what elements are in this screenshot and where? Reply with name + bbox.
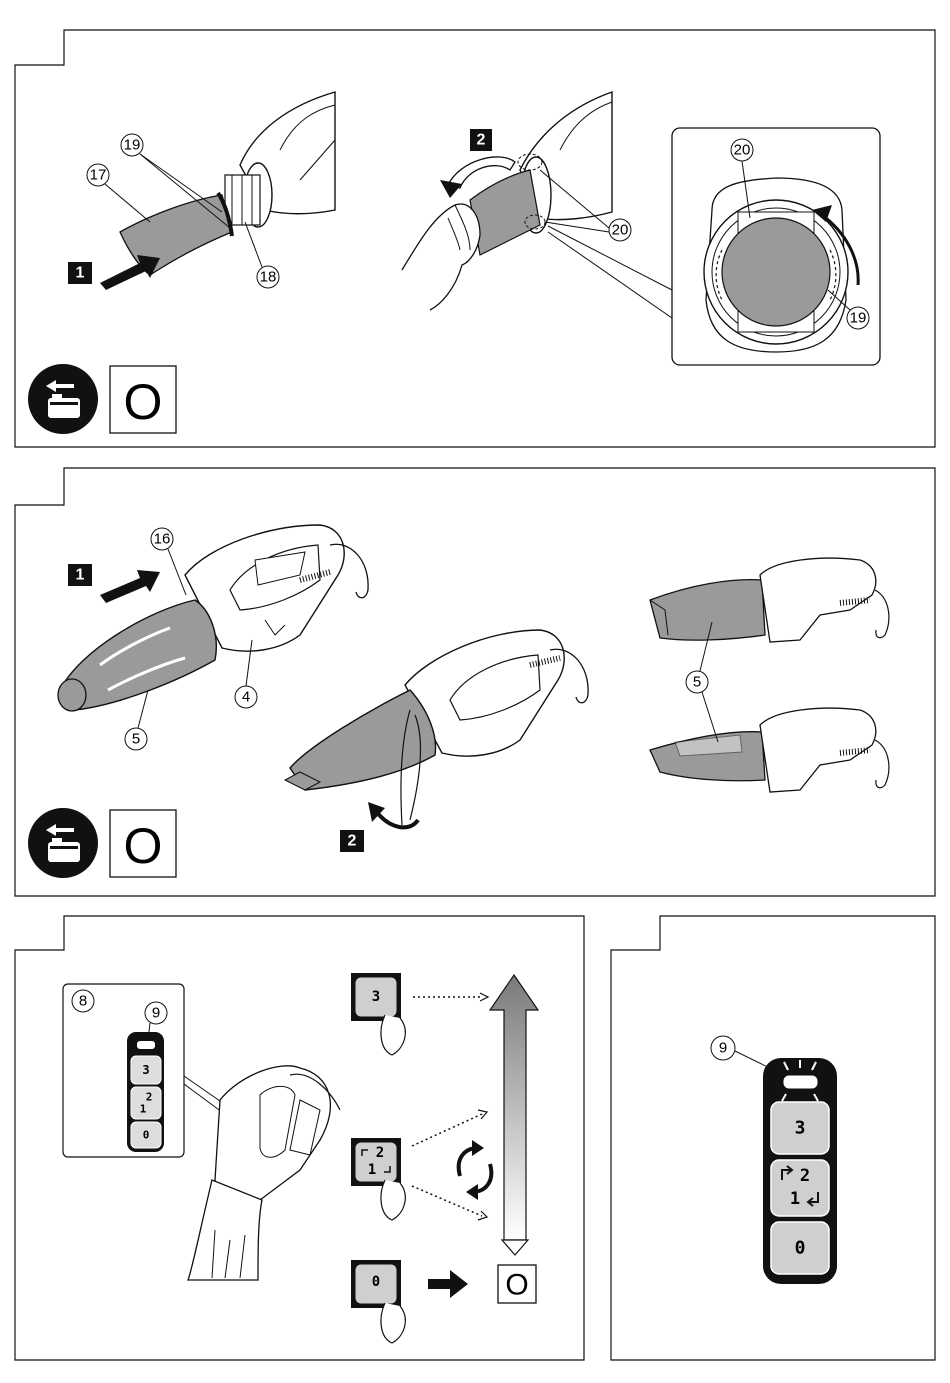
push-arrow [100, 570, 160, 603]
panel-speed-control-figure: 8 9 3 2 1 0 3 2 1 [0, 910, 600, 1383]
inset-key-2: 2 [146, 1091, 153, 1104]
key-3-label: 3 [372, 989, 380, 1005]
panel-indicator-figure: 9 3 2 1 0 [600, 910, 950, 1383]
step-2-label: 2 [348, 833, 357, 850]
key-cycle-button[interactable]: 2 1 [351, 1138, 401, 1186]
callout-5-label: 5 [132, 731, 140, 748]
power-off-symbol-label: O [124, 818, 163, 874]
key-0-label: 0 [372, 1274, 380, 1290]
finger-press [381, 1180, 405, 1220]
callout-20-inset-label: 20 [734, 142, 751, 159]
key-3-label: 3 [795, 1118, 806, 1139]
panel-indicator: 9 3 2 1 0 [600, 910, 950, 1383]
battery-remove-icon [28, 364, 98, 434]
arrow-right-icon [428, 1270, 468, 1298]
battery-remove-icon [28, 808, 98, 878]
power-off-symbol-label: O [505, 1269, 528, 1302]
hand-twisting [402, 204, 480, 310]
inset-button-strip: 3 2 1 0 [127, 1032, 164, 1152]
callout-9-label: 9 [719, 1040, 727, 1057]
key-1-label: 1 [790, 1189, 800, 1209]
callout-4-label: 4 [242, 689, 250, 706]
vacuum-long-nozzle [58, 525, 368, 711]
speed-up-arrow [490, 975, 538, 1255]
key-cycle-button[interactable]: 2 1 [771, 1160, 829, 1216]
key-2-label: 2 [376, 1145, 384, 1161]
callout-16-label: 16 [154, 531, 171, 548]
key-2-label: 2 [800, 1166, 810, 1186]
vacuum-side-view-bottom [650, 708, 889, 792]
key-3-button[interactable]: 3 [771, 1102, 829, 1154]
finger-press [381, 1015, 405, 1055]
inset-detail-view [672, 128, 880, 365]
push-arrow [100, 255, 160, 290]
inset-key-0: 0 [143, 1129, 150, 1142]
control-panel-strip: 3 2 1 0 [763, 1058, 837, 1284]
callout-9-label: 9 [152, 1005, 160, 1022]
callout-5-right-label: 5 [693, 674, 701, 691]
cycle-icon [459, 1140, 492, 1200]
panel-filter-replace-figure: 1 17 19 18 2 20 [0, 0, 950, 460]
vacuum-body-left [225, 92, 335, 227]
callout-18-label: 18 [260, 269, 277, 286]
callout-19-label: 19 [124, 137, 141, 154]
key-3-button[interactable]: 3 [351, 973, 401, 1021]
vacuum-body-middle [470, 92, 612, 255]
key-0-button[interactable]: 0 [351, 1260, 401, 1308]
callout-17-label: 17 [90, 167, 107, 184]
panel-nozzle-attach-figure: 1 16 4 5 2 5 [0, 460, 950, 910]
finger-press [381, 1303, 405, 1343]
callout-20-label: 20 [612, 222, 629, 239]
vacuum-upright [188, 1066, 340, 1280]
filter-bag [120, 193, 232, 275]
callout-19-inset-label: 19 [850, 310, 867, 327]
panel-nozzle-attach: 1 16 4 5 2 5 [0, 460, 950, 910]
panel-filter-replace: 1 17 19 18 2 20 [0, 0, 950, 460]
inset-key-3: 3 [142, 1063, 149, 1077]
vacuum-side-view-top [650, 558, 889, 642]
vacuum-crevice-nozzle [285, 630, 588, 825]
step-2-label: 2 [477, 132, 486, 149]
callout-8-label: 8 [79, 993, 87, 1010]
key-1-label: 1 [368, 1162, 376, 1178]
panel-speed-control: 8 9 3 2 1 0 3 2 1 [0, 910, 600, 1383]
inset-key-1: 1 [140, 1103, 147, 1116]
step-1-label: 1 [76, 567, 85, 584]
key-0-label: 0 [795, 1238, 806, 1259]
key-0-button[interactable]: 0 [771, 1222, 829, 1274]
step-1-label: 1 [76, 265, 85, 282]
power-off-symbol-label: O [124, 374, 163, 430]
